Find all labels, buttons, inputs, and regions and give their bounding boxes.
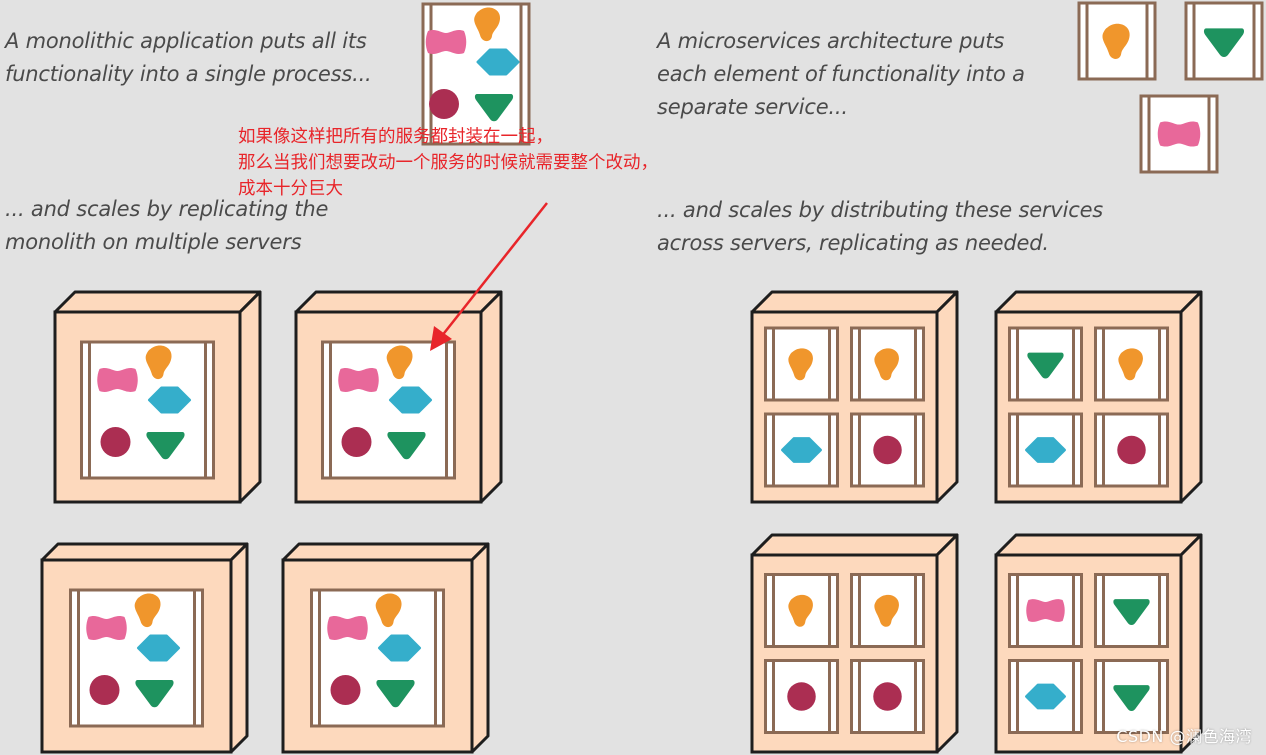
process-panel [850,659,925,734]
pink-bowtie-icon [1026,599,1065,622]
microservices-process-caption: A microservices architecture puts each e… [657,29,1025,119]
annotation-arrow [430,202,548,351]
crimson-circle-icon [100,427,131,457]
blue-diamond-icon [378,634,421,662]
green-triangle-icon [1027,352,1064,379]
crimson-circle-icon [873,435,902,465]
blue-diamond-icon [389,386,432,414]
pink-bowtie-icon [1157,121,1201,147]
standalone-services [1077,1,1264,174]
crimson-circle-icon [429,89,459,119]
green-triangle-icon [135,680,174,708]
orange-blob-icon [874,594,899,627]
blue-diamond-icon [1025,683,1066,710]
pink-bowtie-icon [86,616,127,640]
csdn-watermark: CSDN @澜色海湾 [1116,727,1252,746]
blue-diamond-icon [137,634,180,662]
orange-blob-icon [874,348,899,381]
microservice-server [750,533,959,754]
process-panel [764,573,839,648]
monolith-process-caption: A monolithic application puts all its fu… [5,29,372,86]
monolith-server [294,290,503,504]
process-panel [310,588,445,728]
green-triangle-icon [387,432,426,460]
pink-bowtie-icon [97,368,138,392]
crimson-circle-icon [89,675,120,705]
blue-diamond-icon [1025,437,1066,463]
microservice-server [994,533,1203,754]
orange-blob-icon [386,345,413,380]
monolith-server [40,542,249,754]
orange-blob-icon [788,594,813,627]
monolith-server [281,542,490,754]
crimson-circle-icon [873,682,902,711]
process-panel [1094,659,1169,734]
process-panel [321,340,456,480]
green-triangle-icon [1113,599,1150,625]
monolith-scale-caption: ... and scales by replicating the monoli… [5,197,329,254]
pink-bowtie-icon [425,30,467,54]
microservice-server [994,290,1203,504]
green-triangle-icon [376,680,415,708]
process-panel [421,2,531,146]
blue-diamond-icon [476,48,520,76]
orange-blob-icon [134,593,161,628]
crimson-circle-icon [341,427,372,457]
pink-bowtie-icon [327,616,368,640]
green-triangle-icon [474,94,514,122]
process-panel [80,340,215,480]
orange-blob-icon [375,593,402,628]
monolith-server [53,290,262,504]
orange-blob-icon [1118,348,1143,381]
microservice-server [750,290,959,504]
green-triangle-icon [1203,28,1245,58]
process-panel [850,573,925,648]
process-panel [1008,659,1083,734]
green-triangle-icon [146,432,185,460]
microservices-scale-caption: ... and scales by distributing these ser… [657,198,1104,255]
green-triangle-icon [1113,685,1150,711]
crimson-circle-icon [787,682,816,711]
blue-diamond-icon [781,437,822,463]
process-panel [1094,326,1169,402]
orange-blob-icon [1102,23,1130,59]
orange-blob-icon [145,345,172,380]
crimson-circle-icon [330,675,361,705]
monolith-process-illustration [421,2,531,146]
process-panel [69,588,204,728]
pink-bowtie-icon [338,368,379,392]
blue-diamond-icon [148,386,191,414]
crimson-circle-icon [1117,435,1146,465]
annotation-note: 如果像这样把所有的服务都封装在一起， 那么当我们想要改动一个服务的时候就需要整个… [238,127,658,199]
process-panel [764,326,839,402]
orange-blob-icon [474,7,501,42]
orange-blob-icon [788,348,813,381]
process-panel [1008,573,1083,648]
